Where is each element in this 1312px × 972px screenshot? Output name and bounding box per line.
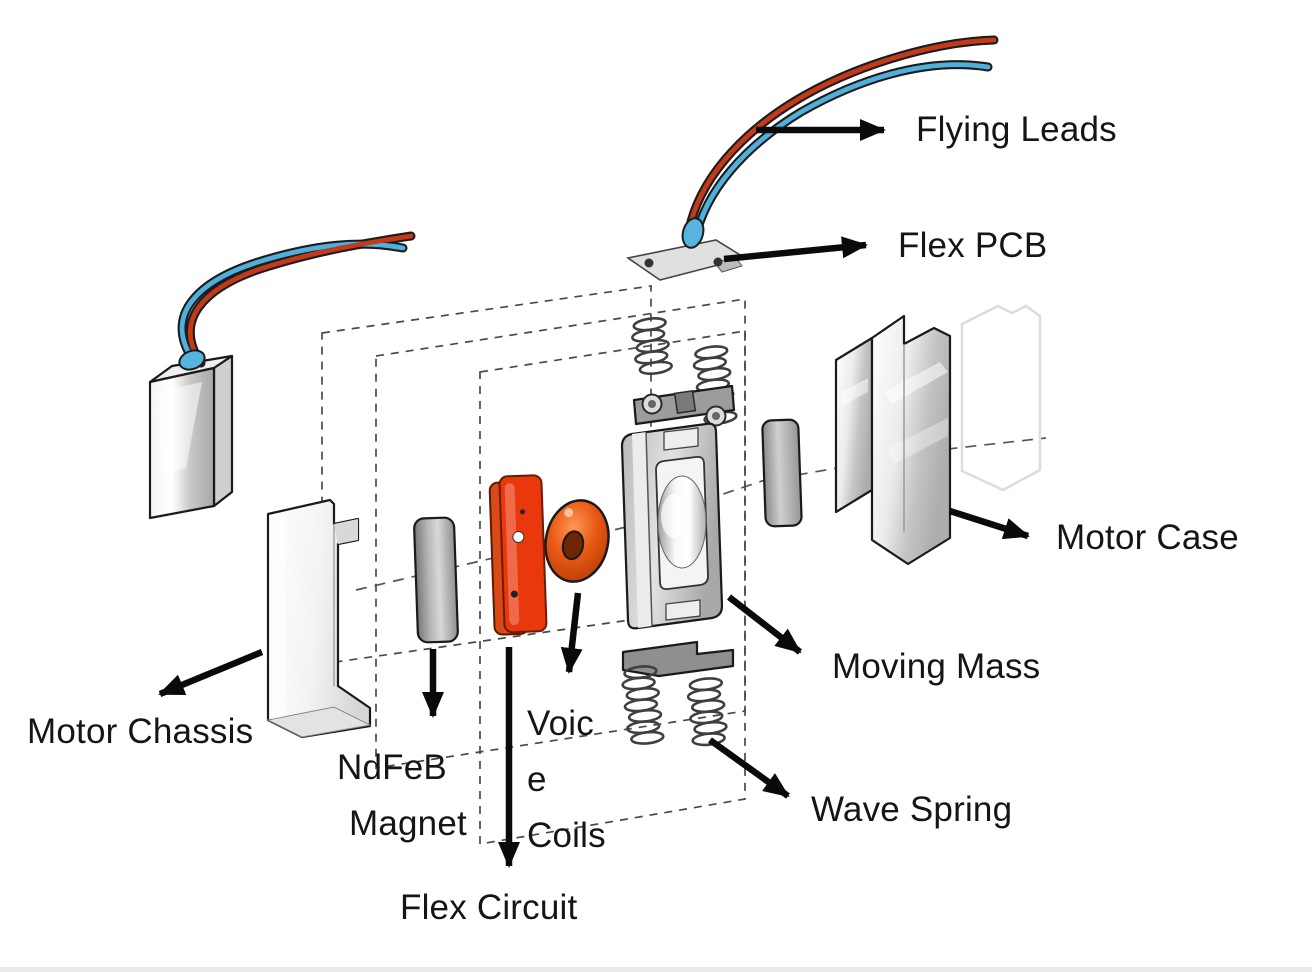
label-flex-circuit: Flex Circuit	[400, 888, 578, 927]
ndfeb-magnet-part	[413, 516, 459, 644]
label-ndfeb-magnet: NdFeB Magnet	[337, 740, 467, 852]
label-line-coils: Coils	[527, 816, 606, 855]
label-line-voic: Voic	[527, 704, 594, 743]
voice-coil-part	[544, 499, 610, 583]
label-line-ndfeb: NdFeB	[337, 748, 447, 787]
label-flex-pcb: Flex PCB	[898, 226, 1048, 265]
spring-bottom-right	[686, 677, 728, 747]
wire-connector-flying	[681, 217, 705, 249]
assembled-motor-graphic	[148, 354, 234, 520]
spring-retainer-plate	[632, 384, 736, 427]
flex-circuit-part	[488, 474, 548, 636]
label-moving-mass: Moving Mass	[832, 647, 1041, 686]
motor-case-ghost-outline	[960, 304, 1042, 492]
moving-mass-part	[620, 422, 724, 630]
motor-chassis-part	[266, 498, 372, 739]
label-motor-case: Motor Case	[1056, 518, 1239, 557]
wire-red-flying	[686, 37, 997, 233]
label-motor-chassis: Motor Chassis	[27, 712, 254, 751]
arrow-motor-chassis	[158, 648, 264, 698]
spring-top-left	[631, 317, 673, 375]
pole-plate-part	[761, 418, 803, 528]
bottom-bracket-part	[621, 640, 735, 678]
spring-bottom-left	[621, 665, 665, 745]
arrow-motor-case	[949, 507, 1030, 540]
center-axis-line	[355, 437, 1047, 591]
label-flying-leads: Flying Leads	[916, 110, 1117, 149]
motor-wires-left	[177, 231, 416, 371]
arrow-moving-mass	[727, 594, 802, 655]
arrow-voice-coils	[560, 592, 583, 674]
arrow-wave-spring	[708, 737, 790, 799]
arrow-flex-pcb	[723, 236, 868, 263]
wire-blue-flying	[692, 62, 991, 243]
flying-leads-wires	[681, 35, 999, 249]
label-line-e: e	[527, 760, 547, 799]
motor-case-part	[834, 314, 952, 566]
bottom-edge-strip	[0, 967, 1312, 972]
wire-red-left	[187, 233, 414, 366]
label-wave-spring: Wave Spring	[811, 790, 1013, 829]
label-voice-coils: Voic e Coils	[527, 696, 606, 864]
label-line-magnet: Magnet	[349, 804, 467, 843]
callout-arrows	[158, 119, 1030, 868]
wire-connector-left	[178, 349, 206, 371]
